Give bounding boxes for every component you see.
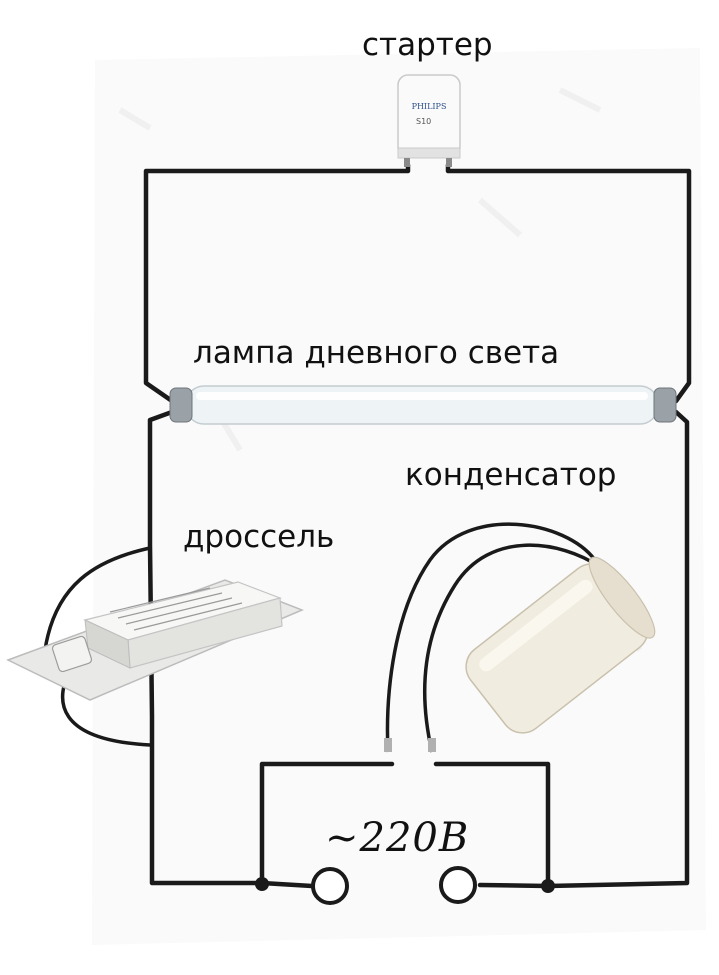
starter-body (397, 74, 461, 158)
wire-starter-right (445, 162, 692, 404)
wire-inner-left (259, 761, 395, 886)
wire-terminal-left (259, 880, 315, 889)
fluorescent-lamp (169, 385, 677, 425)
voltage-label: ~220В (325, 815, 470, 861)
lamp-cap-left (169, 387, 193, 423)
mains-terminals (311, 866, 477, 905)
starter-pin-left (404, 158, 410, 167)
starter-pin-right (446, 158, 452, 167)
junction-dot-right (541, 879, 555, 893)
starter-component: PHILIPS S10 (397, 74, 461, 167)
wire-lamp-right (545, 409, 690, 889)
junctions (255, 877, 555, 893)
choke-label-lines (109, 587, 243, 631)
terminal-left (311, 867, 349, 905)
capacitor-lead-2 (423, 543, 601, 753)
wire-starter-left (143, 162, 411, 404)
background-sketch (92, 48, 706, 945)
capacitor-lead-tip-2 (428, 738, 436, 752)
starter-label: стартер (362, 27, 493, 63)
capacitor-component (384, 522, 656, 753)
lamp-cap-right (653, 387, 677, 423)
capacitor-label: конденсатор (405, 457, 617, 493)
wire-terminal-right (477, 882, 551, 889)
junction-dot-left (255, 877, 269, 891)
choke-terminal-block (51, 635, 93, 673)
lamp-label: лампа дневного света (193, 335, 560, 371)
terminal-right (439, 866, 477, 904)
capacitor-end-cap (588, 556, 656, 639)
starter-model-text: S10 (416, 117, 431, 126)
choke-component (6, 579, 304, 701)
wire-choke-top (43, 546, 152, 652)
lamp-tube (185, 385, 659, 425)
starter-brand-text: PHILIPS (412, 102, 447, 111)
capacitor-lead-tip-1 (384, 738, 392, 752)
capacitor-lead-1 (385, 522, 597, 753)
wire-inner-right (433, 761, 551, 889)
choke-label: дроссель (183, 519, 335, 555)
